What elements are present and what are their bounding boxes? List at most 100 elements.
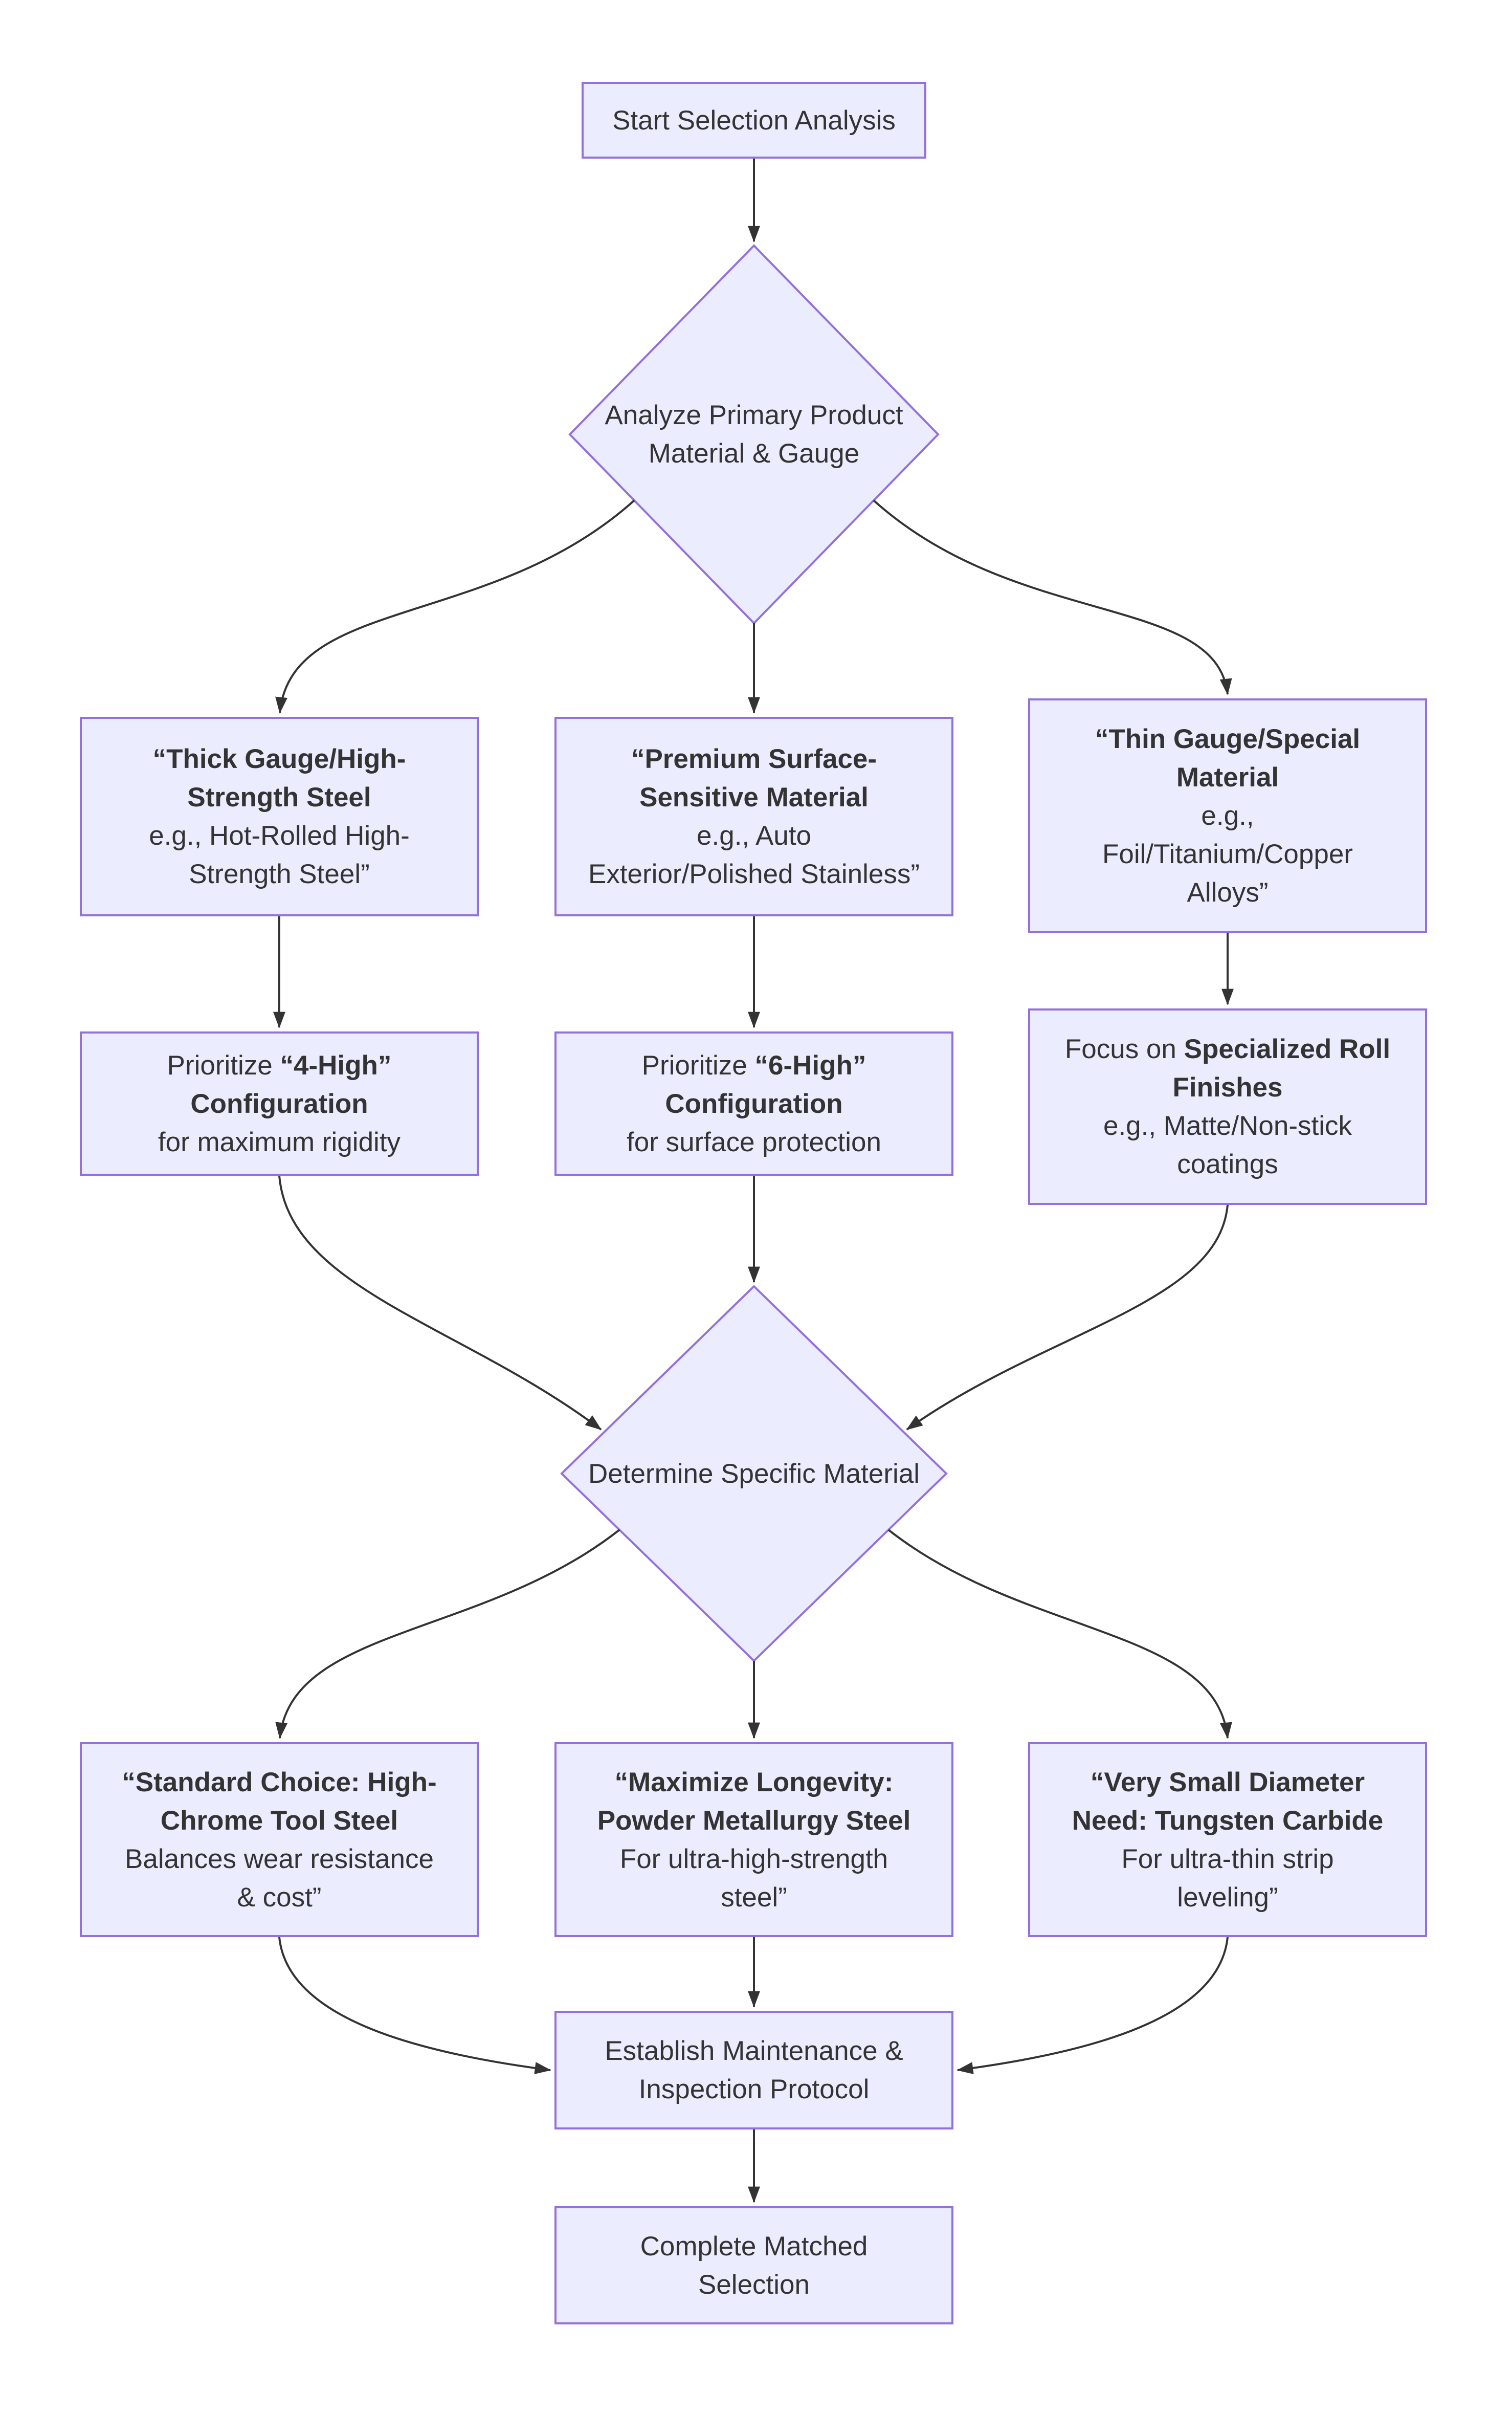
node-text-segment: Foil/Titanium/Copper — [1102, 839, 1353, 869]
node-text-line: “Thick Gauge/High- — [153, 740, 406, 778]
edge-determine-to-verysmall — [887, 1529, 1232, 1739]
node-text-line: Analyze Primary Product — [605, 396, 903, 434]
node-text-segment: Finishes — [1172, 1072, 1283, 1103]
node-text-segment: For ultra-high-strength — [619, 1843, 888, 1874]
node-text-line: Need: Tungsten Carbide — [1072, 1802, 1384, 1840]
node-text-line: “Maximize Longevity: — [615, 1763, 894, 1802]
node-text-line: e.g., Matte/Non-stick — [1103, 1107, 1352, 1145]
node-text-segment: & cost” — [237, 1882, 322, 1913]
node-text-segment: “Very Small Diameter — [1090, 1767, 1365, 1797]
node-text-line: e.g., — [1201, 797, 1254, 835]
node-text-segment: Selection — [698, 2269, 810, 2300]
node-text-line: e.g., Auto — [697, 817, 811, 855]
node-text-segment: Prioritize — [641, 1050, 755, 1081]
node-text-segment: Material — [1176, 762, 1279, 793]
node-text-segment: Strength Steel — [187, 782, 371, 812]
node-maximize-longevity-powder-metallurgy-steel: “Maximize Longevity: Powder Metallurgy St… — [554, 1742, 953, 1937]
node-start-selection-analysis: Start Selection Analysis — [582, 82, 926, 159]
node-text-line: Focus on Specialized Roll — [1065, 1030, 1390, 1068]
node-text-segment: e.g., Matte/Non-stick — [1103, 1111, 1352, 1141]
node-text-segment: Material & Gauge — [648, 438, 860, 469]
node-text-line: Chrome Tool Steel — [161, 1802, 398, 1840]
node-text-line: “Standard Choice: High- — [122, 1763, 436, 1802]
edge-verysmall-to-establish — [957, 1937, 1229, 2074]
node-text-segment: Need: Tungsten Carbide — [1072, 1805, 1384, 1836]
node-text-line: Material — [1176, 758, 1279, 797]
node-thick-gauge-high-strength-steel: “Thick Gauge/High- Strength Steel e.g., Ho… — [80, 717, 479, 916]
edge-analyze-to-thin — [873, 499, 1232, 695]
node-text-line: Selection — [698, 2266, 810, 2304]
node-text-segment: “Maximize Longevity: — [614, 1767, 894, 1797]
node-text-line: Complete Matched — [640, 2227, 868, 2266]
edge-fourhigh-to-determine — [278, 1175, 602, 1431]
node-text-line: Strength Steel — [187, 778, 371, 817]
node-text-line: Balances wear resistance — [125, 1840, 434, 1878]
node-text-segment: “Thick Gauge/High- — [152, 744, 406, 774]
node-text-segment: e.g., Auto — [697, 821, 811, 851]
node-text-segment: “Premium Surface- — [631, 744, 877, 774]
node-text-line: Foil/Titanium/Copper — [1102, 835, 1353, 873]
node-text-segment: Strength Steel” — [189, 859, 370, 889]
node-text-line: Configuration — [190, 1085, 368, 1123]
node-text-line: e.g., Hot-Rolled High- — [149, 817, 410, 855]
node-text-segment: Alloys” — [1187, 877, 1269, 908]
node-text-line: Inspection Protocol — [639, 2070, 870, 2108]
node-text-segment: coatings — [1177, 1149, 1278, 1179]
node-establish-maintenance-inspection-protocol: Establish Maintenance & Inspection Protoc… — [554, 2011, 953, 2129]
edge-determine-to-standard — [275, 1529, 620, 1739]
node-text-segment: Determine Specific Material — [588, 1458, 920, 1489]
node-text-line: Establish Maintenance & — [605, 2032, 903, 2070]
node-text-segment: Start Selection Analysis — [612, 105, 896, 136]
node-text-segment: Exterior/Polished Stainless” — [588, 859, 920, 889]
node-text-segment: steel” — [721, 1882, 787, 1913]
node-text-line: for maximum rigidity — [158, 1123, 401, 1161]
node-text-segment: Powder Metallurgy Steel — [597, 1805, 911, 1836]
node-text-line: For ultra-high-strength — [620, 1840, 888, 1878]
node-text-segment: Prioritize — [167, 1050, 280, 1081]
node-text-segment: e.g., Hot-Rolled High- — [149, 821, 410, 851]
node-text-line: & cost” — [237, 1878, 322, 1917]
node-text-line: Sensitive Material — [639, 778, 869, 817]
edge-standard-to-establish — [278, 1937, 551, 2074]
node-text-line: leveling” — [1177, 1878, 1278, 1917]
node-text-line: steel” — [721, 1878, 787, 1917]
node-text-line: Prioritize “4-High” — [167, 1046, 392, 1085]
node-text-line: Strength Steel” — [189, 855, 370, 893]
node-text-segment: Configuration — [665, 1088, 843, 1119]
node-text-line: for surface protection — [627, 1123, 881, 1161]
node-text-segment: for surface protection — [627, 1127, 881, 1157]
node-text-line: coatings — [1177, 1145, 1278, 1183]
node-text-line: Finishes — [1172, 1068, 1282, 1107]
node-text-line: Material & Gauge — [649, 434, 859, 473]
node-text-segment: “4-High” — [280, 1050, 392, 1081]
node-text-segment: Focus on — [1064, 1034, 1184, 1064]
node-text-segment: “Standard Choice: High- — [122, 1767, 437, 1797]
decision-determine-specific-material: Determine Specific Material — [562, 1286, 946, 1661]
node-text-line: Prioritize “6-High” — [642, 1046, 866, 1085]
node-text-segment: e.g., — [1201, 801, 1254, 831]
node-text-segment: Balances wear resistance — [125, 1843, 434, 1874]
node-text-segment: for maximum rigidity — [158, 1127, 401, 1157]
edge-analyze-to-thick — [275, 499, 635, 714]
node-text-segment: Inspection Protocol — [638, 2074, 870, 2104]
node-text-segment: Establish Maintenance & — [605, 2036, 903, 2066]
node-premium-surface-sensitive-material: “Premium Surface- Sensitive Material e.g.,… — [554, 717, 953, 916]
node-text-line: “Premium Surface- — [631, 740, 877, 778]
node-standard-choice-high-chrome-tool-steel: “Standard Choice: High- Chrome Tool Steel… — [80, 1742, 479, 1937]
node-text-segment: Complete Matched — [640, 2231, 868, 2261]
node-text-line: Configuration — [665, 1085, 842, 1123]
node-text-segment: Sensitive Material — [639, 782, 869, 812]
node-text-line: Alloys” — [1187, 873, 1268, 912]
node-text-segment: “6-High” — [754, 1050, 866, 1081]
node-text-line: Determine Specific Material — [588, 1455, 920, 1493]
node-text-segment: Configuration — [190, 1088, 368, 1119]
node-text-segment: For ultra-thin strip — [1121, 1843, 1334, 1874]
node-text-segment: Analyze Primary Product — [605, 400, 903, 430]
